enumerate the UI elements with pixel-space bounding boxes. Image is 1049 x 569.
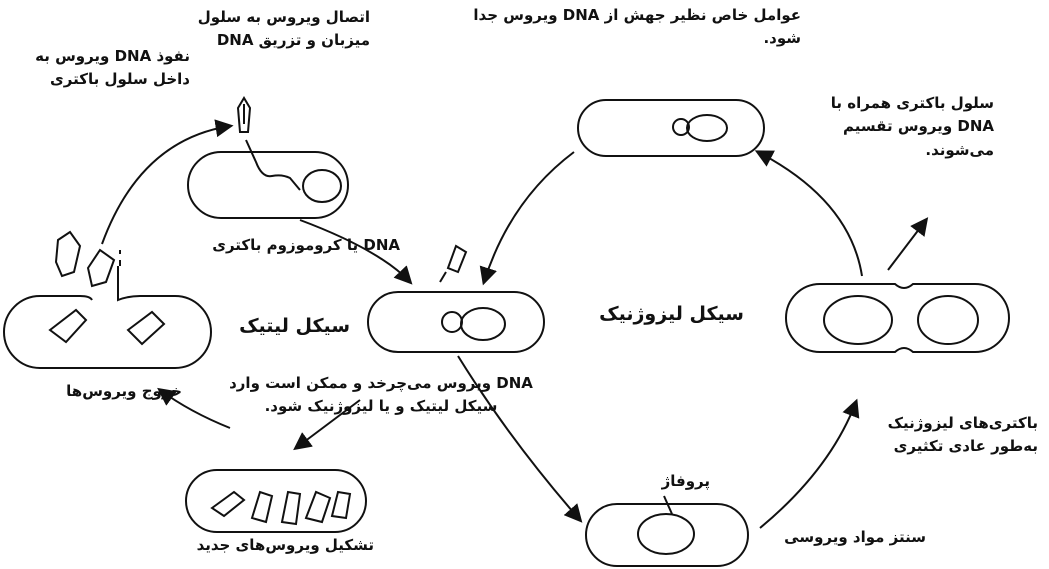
release-label: خروج ویروس‌ها	[66, 382, 182, 400]
assembly-label: تشکیل ویروس‌های جدید	[196, 536, 374, 554]
inject-label: نفوذ DNA ویروس به داخل سلول باکتری	[35, 47, 190, 89]
free-phage-icon	[439, 244, 468, 283]
assembly-bacterium-cell	[185, 469, 367, 533]
prophage-label: پروفاژ	[661, 472, 710, 490]
arrow-center-to-prophage	[457, 355, 583, 523]
arrow-center-to-assembly	[293, 399, 361, 451]
chromosome-label: DNA یا کروموزوم باکتری	[212, 236, 400, 254]
arrow-divide-to-excise	[754, 150, 863, 277]
arrow-assembly-to-release	[157, 387, 231, 429]
arrow-release-to-attach	[101, 119, 234, 245]
factors-label: عوامل خاص نظیر جهش از DNA ویروس جدا شود.	[473, 6, 801, 48]
circularize-label: DNA ویروس می‌چرخد و ممکن است وارد سیکل ل…	[229, 374, 533, 416]
center-bacterium-cell	[367, 291, 545, 353]
lysogenic-cycle-label: سیکل لیزوژنیک	[599, 303, 744, 325]
arrow-excise-to-center	[479, 151, 575, 286]
dividing-bacterium-cell	[785, 283, 1010, 353]
phage-icon	[236, 96, 252, 133]
lysogenic-bacteria-label: باکتری‌های لیزوژنیک به‌طور عادی تکثیری	[887, 414, 1038, 456]
divide-label: سلول باکتری همراه با DNA ویروس تقسیم می‌…	[830, 94, 994, 159]
excised-dna-bacterium-cell	[577, 99, 765, 157]
attach-label: اتصال ویروس به سلول میزبان و تزریق DNA	[197, 8, 370, 50]
infected-bacterium-cell	[187, 139, 349, 219]
prophage-bacterium-cell	[585, 495, 749, 567]
arrow-divide-out	[887, 217, 929, 271]
released-phages-icon	[48, 230, 166, 346]
arrow-prophage-to-divide	[759, 398, 860, 529]
lytic-cycle-label: سیکل لیتیک	[239, 315, 350, 337]
arrow-attach-to-center	[299, 219, 413, 285]
synthesis-label: سنتز مواد ویروسی	[784, 528, 926, 546]
lysing-bacterium-cell	[3, 250, 212, 369]
